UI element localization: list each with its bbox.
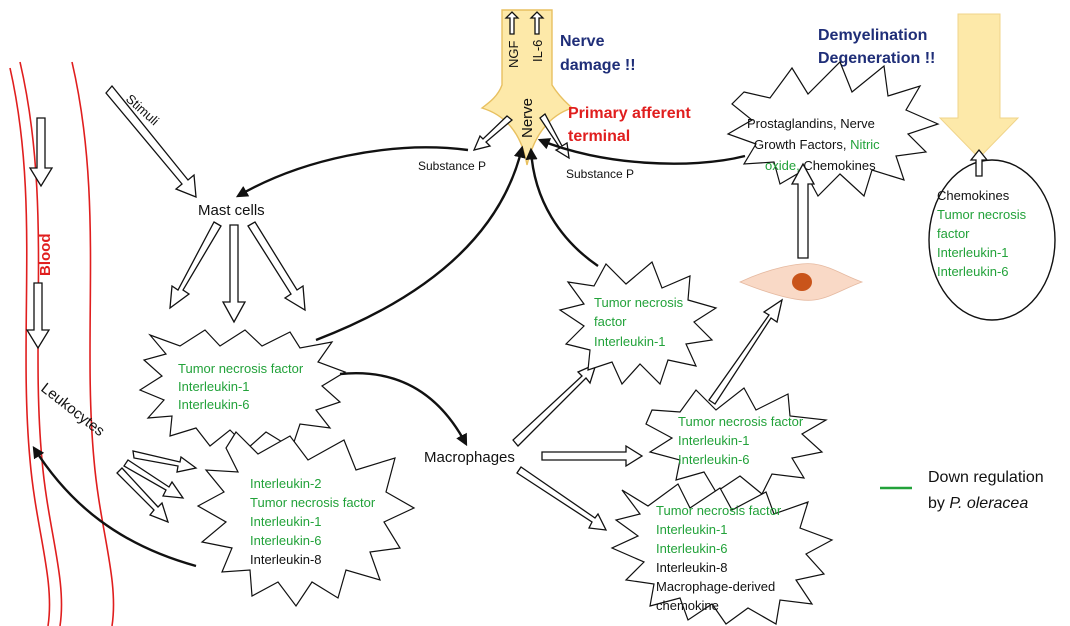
mediator-nitric: Nitric	[850, 137, 880, 152]
legend-line1: Down regulation	[928, 469, 1044, 486]
macro-mid-item-2: Interleukin-1	[678, 433, 750, 448]
leukocyte-to-star-arrows	[116, 450, 198, 524]
mast-star-item-3: Interleukin-6	[178, 397, 250, 412]
vessel-wall-3	[71, 61, 115, 626]
macro-bot-item-6: chemokine	[656, 598, 719, 613]
macro-mid-item-3: Interleukin-6	[678, 452, 750, 467]
primary-afferent-line2: terminal	[568, 128, 630, 145]
substance-p-arrow-right	[539, 113, 570, 160]
nerve-damage-line2: damage !!	[560, 57, 636, 74]
substance-p-left: Substance P	[418, 159, 486, 173]
macro-bottom-star	[610, 483, 834, 625]
macro-bot-item-5: Macrophage-derived	[656, 579, 775, 594]
legend-line2-a: by	[928, 495, 949, 512]
leuko-star-item-5: Interleukin-8	[250, 552, 322, 567]
macro-top-star	[558, 260, 718, 386]
macrophage-arrows	[512, 362, 644, 531]
demyelination-line1: Demyelination	[818, 27, 927, 44]
macro-mid-item-1: Tumor necrosis factor	[678, 414, 804, 429]
mediator-star	[726, 60, 940, 198]
schwann-cell	[738, 263, 864, 301]
circle-to-arrow	[969, 148, 989, 177]
circle-item-1: Chemokines	[937, 188, 1010, 203]
cell-to-mediator-arrow	[790, 162, 816, 259]
mast-star-to-macrophages-curve	[339, 371, 468, 447]
mast-to-cytokine-arrows	[169, 221, 306, 324]
circle-item-4: Interleukin-1	[937, 245, 1009, 260]
mediator-line2-a: Growth Factors,	[754, 137, 850, 152]
circle-item-3: factor	[937, 226, 970, 241]
macro-mid-star	[645, 387, 828, 495]
demyelination-line2: Degeneration !!	[818, 50, 935, 67]
nerve-label: Nerve	[519, 98, 536, 138]
star-to-leukocyte-curve	[32, 445, 197, 568]
il6-arrow	[529, 11, 545, 35]
ngf-arrow	[504, 11, 520, 35]
substance-p-right: Substance P	[566, 167, 634, 181]
macro-bot-item-2: Interleukin-1	[656, 522, 728, 537]
nerve-damage-line1: Nerve	[560, 33, 605, 50]
primary-afferent-line1: Primary afferent	[568, 105, 691, 122]
leuko-star-item-4: Interleukin-6	[250, 533, 322, 548]
macro-star-to-nerve-curve	[525, 147, 599, 267]
leukocytes-label: Leukocytes	[38, 380, 108, 440]
legend-line2: by P. oleracea	[928, 495, 1028, 512]
circle-item-5: Interleukin-6	[937, 264, 1009, 279]
mast-star-to-nerve-curve	[315, 145, 526, 342]
macro-bot-item-4: Interleukin-8	[656, 560, 728, 575]
macro-bot-item-1: Tumor necrosis factor	[656, 503, 782, 518]
substance-p-arrow-left	[472, 115, 514, 151]
midstar-to-cell-arrow	[708, 298, 783, 405]
leukocyte-cytokine-star	[196, 431, 416, 608]
substancep-to-mast-curve	[235, 146, 469, 198]
stimuli-arrow	[105, 84, 197, 198]
mast-star-item-1: Tumor necrosis factor	[178, 361, 304, 376]
ngf-label: NGF	[506, 41, 521, 69]
degeneration-arrow	[938, 13, 1020, 159]
leuko-star-item-3: Interleukin-1	[250, 514, 322, 529]
blood-label: Blood	[37, 234, 54, 277]
macro-top-item-3: Interleukin-1	[594, 334, 666, 349]
il6-label: IL-6	[530, 40, 545, 62]
mast-cytokine-star	[138, 329, 347, 449]
mediator-line3: oxide, Chemokines	[765, 158, 876, 173]
mediator-line2: Growth Factors, Nitric	[754, 137, 880, 152]
mast-cells-label: Mast cells	[198, 202, 265, 219]
mast-star-item-2: Interleukin-1	[178, 379, 250, 394]
mediators-to-nerve-curve	[537, 138, 746, 165]
nerve-terminal	[480, 9, 574, 166]
mediator-line1: Prostaglandins, Nerve	[747, 116, 875, 131]
legend-species: P. oleracea	[949, 495, 1028, 512]
macro-bot-item-3: Interleukin-6	[656, 541, 728, 556]
vessel-wall-1	[9, 67, 51, 626]
cytokine-circle	[928, 159, 1056, 321]
macrophages-label: Macrophages	[424, 449, 515, 466]
macro-top-item-2: factor	[594, 314, 627, 329]
leuko-star-item-1: Interleukin-2	[250, 476, 322, 491]
circle-item-2: Tumor necrosis	[937, 207, 1027, 222]
blood-flow-arrows	[25, 117, 54, 350]
leuko-star-item-2: Tumor necrosis factor	[250, 495, 376, 510]
mediator-oxide: oxide,	[765, 158, 803, 173]
macro-top-item-1: Tumor necrosis	[594, 295, 684, 310]
mediator-chemokines: Chemokines	[803, 158, 876, 173]
